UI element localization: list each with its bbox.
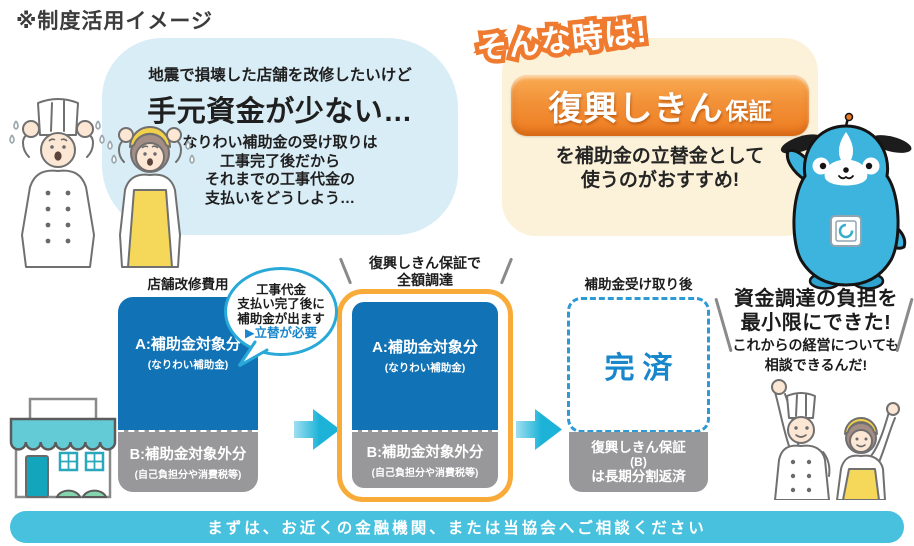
step2-label-line-1: 復興しきん保証で bbox=[369, 255, 481, 271]
arrow-right-icon bbox=[516, 409, 562, 450]
worried-owners-illustration bbox=[9, 98, 195, 268]
step1-segment-b-sub: (自己負担分や消費税等) bbox=[134, 470, 242, 481]
product-name-main: 復興しきん bbox=[548, 90, 724, 128]
footer-banner-text: まずは、お近くの金融機関、または当協会へご相談ください bbox=[207, 520, 707, 537]
mascot-emblem bbox=[830, 215, 862, 247]
repaid-note-line-2: (B) bbox=[630, 454, 647, 469]
solution-card: 復興しきん 保証 を補助金の立替金として 使うのがおすすめ! bbox=[502, 38, 818, 236]
step1-segment-a-title: A:補助金対象分 bbox=[135, 336, 241, 353]
callout-line-2: 支払い完了後に bbox=[237, 297, 325, 311]
step2-segment-b-title: B:補助金対象外分 bbox=[366, 445, 484, 461]
step2-subsidy-segment: A:補助金対象分 (なりわい補助金) bbox=[352, 302, 498, 430]
callout-bubble-tail bbox=[237, 340, 269, 368]
result-text: 資金調達の負担を 最小限にできた! これからの経営についても 相談できるんだ! bbox=[718, 287, 914, 374]
problem-highlight: 手元資金が少ない… bbox=[147, 96, 413, 128]
problem-line-4: それまでの工事代金の bbox=[204, 171, 355, 188]
repaid-box: 完済 bbox=[567, 297, 710, 433]
callout-line-1: 工事代金 bbox=[255, 282, 306, 297]
problem-line-2: なりわい補助金の受け取りは bbox=[182, 134, 378, 151]
celebrating-owners-illustration bbox=[771, 379, 900, 500]
step2-label-line-2: 全額調達 bbox=[397, 271, 453, 288]
step1-segment-b-title: B:補助金対象外分 bbox=[129, 447, 247, 463]
callout-note: ▶立替が必要 bbox=[244, 326, 318, 340]
mascot-dog-illustration bbox=[780, 112, 912, 290]
result-line-4: 相談できるんだ! bbox=[764, 356, 868, 373]
step1-label: 店舗改修費用 bbox=[147, 277, 229, 292]
product-name-pill: 復興しきん 保証 bbox=[511, 75, 809, 136]
repaid-status: 完済 bbox=[604, 352, 681, 385]
step2-segment-a-sub: (なりわい補助金) bbox=[384, 362, 466, 374]
step1-segment-a-sub: (なりわい補助金) bbox=[147, 359, 229, 371]
storefront-illustration bbox=[9, 397, 117, 499]
result-line-3: これからの経営についても bbox=[732, 337, 900, 353]
page-title: ※制度活用イメージ bbox=[16, 10, 213, 33]
step3-label: 補助金受け取り後 bbox=[584, 277, 693, 292]
repaid-note: 復興しきん保証 (B) は長期分割返済 bbox=[569, 432, 708, 492]
problem-line-5: 支払いをどうしよう… bbox=[204, 189, 355, 207]
result-line-2: 最小限にできた! bbox=[740, 312, 892, 334]
solution-desc-line-1: を補助金の立替金として bbox=[555, 146, 765, 167]
step2-segment-b-sub: (自己負担分や消費税等) bbox=[371, 468, 479, 479]
product-name-suffix: 保証 bbox=[725, 97, 772, 124]
problem-line-1: 地震で損壊した店舗を改修したいけど bbox=[148, 67, 412, 84]
callout-line-3: 補助金が出ます bbox=[237, 311, 325, 326]
problem-line-3: 工事完了後だから bbox=[219, 152, 340, 170]
arrow-right-icon bbox=[294, 409, 340, 450]
footer-banner: まずは、お近くの金融機関、または当協会へご相談ください bbox=[10, 511, 904, 543]
step1-nonsubsidy-segment: B:補助金対象外分 (自己負担分や消費税等) bbox=[118, 430, 258, 492]
callout-bubble: 工事代金 支払い完了後に 補助金が出ます ▶立替が必要 bbox=[224, 267, 338, 356]
result-line-1: 資金調達の負担を bbox=[734, 288, 898, 310]
step2-nonsubsidy-segment: B:補助金対象外分 (自己負担分や消費税等) bbox=[352, 430, 498, 488]
step2-segment-a-title: A:補助金対象分 bbox=[372, 339, 478, 356]
repaid-note-line-1: 復興しきん保証 bbox=[591, 440, 686, 455]
repaid-note-line-3: は長期分割返済 bbox=[591, 468, 686, 484]
step2-label: 復興しきん保証で 全額調達 bbox=[337, 255, 513, 288]
solution-desc-line-2: 使うのがおすすめ! bbox=[580, 169, 740, 191]
